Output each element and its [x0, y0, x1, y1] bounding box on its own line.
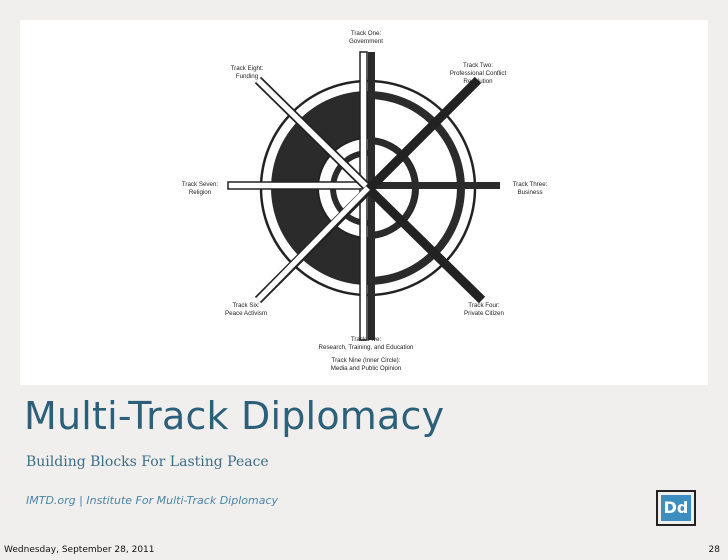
inner-right-ring [368, 138, 418, 238]
slide-subtitle: Building Blocks For Lasting Peace [26, 454, 269, 470]
logo-text: Dd [661, 495, 691, 521]
svg-text:Track Five:: Track Five: [351, 336, 382, 343]
track-one-label: Track One: Government [349, 30, 383, 45]
source-credit: IMTD.org | Institute For Multi-Track Dip… [26, 494, 279, 507]
track-seven-label: Track Seven: Religion [182, 181, 219, 196]
page-number: 28 [708, 545, 720, 555]
svg-text:Track Two:: Track Two: [463, 62, 493, 69]
track-three-label: Track Three: Business [513, 181, 548, 196]
svg-text:Professional Conflict: Professional Conflict [450, 70, 507, 77]
svg-text:Resolution: Resolution [463, 78, 493, 85]
footer-date: Wednesday, September 28, 2011 [4, 545, 155, 555]
svg-text:Track One:: Track One: [351, 30, 382, 37]
spokes [227, 51, 500, 341]
svg-text:Funding: Funding [236, 73, 259, 80]
svg-text:Track Four:: Track Four: [468, 302, 500, 309]
track-nine-label: Track Nine (Inner Circle): Media and Pub… [331, 357, 402, 372]
svg-text:Religion: Religion [189, 189, 212, 196]
diagram-image: Track One: Government Track Two: Profess… [20, 20, 708, 385]
svg-text:Track Nine (Inner Circle):: Track Nine (Inner Circle): [332, 357, 401, 364]
svg-text:Private Citizen: Private Citizen [464, 310, 504, 317]
svg-text:Media and Public Opinion: Media and Public Opinion [331, 365, 402, 372]
svg-text:Business: Business [517, 189, 542, 196]
inner-left-ring [330, 150, 368, 226]
svg-text:Peace Activism: Peace Activism [225, 310, 267, 317]
track-five-label: Track Five: Research, Training, and Educ… [319, 336, 414, 351]
dd-logo: Dd [656, 490, 696, 526]
slide-title: Multi-Track Diplomacy [24, 394, 445, 438]
svg-text:Track Eight:: Track Eight: [231, 65, 264, 72]
track-six-label: Track Six: Peace Activism [225, 302, 267, 317]
svg-text:Government: Government [349, 38, 383, 45]
svg-text:Track Three:: Track Three: [513, 181, 548, 188]
track-eight-label: Track Eight: Funding [231, 65, 264, 80]
svg-text:Track Seven:: Track Seven: [182, 181, 219, 188]
svg-text:Research, Training, and Educat: Research, Training, and Education [319, 344, 414, 351]
svg-text:Track Six:: Track Six: [232, 302, 260, 309]
multi-track-diagram: Track One: Government Track Two: Profess… [182, 30, 548, 372]
left-dark-sector [271, 91, 368, 285]
track-four-label: Track Four: Private Citizen [464, 302, 504, 317]
track-two-label: Track Two: Professional Conflict Resolut… [450, 62, 507, 85]
